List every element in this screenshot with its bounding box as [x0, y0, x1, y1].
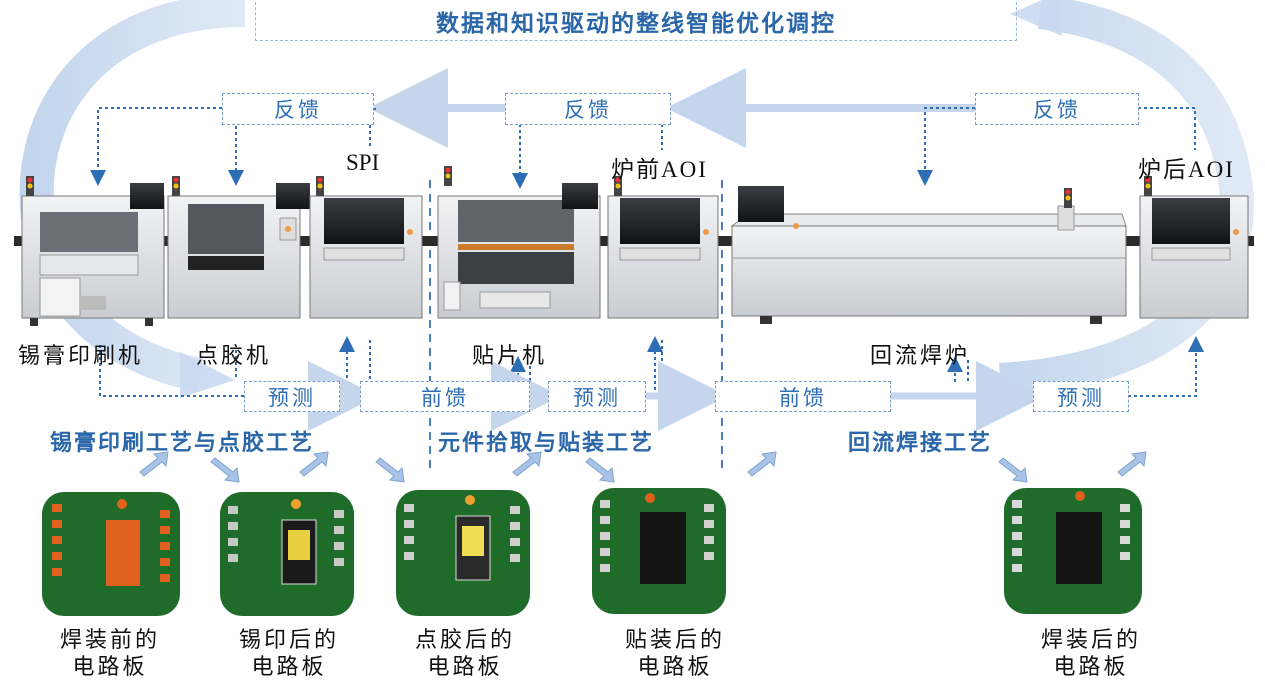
process-reflow: 回流焊接工艺 [848, 430, 993, 456]
caption-board-before: 焊装前的 电路板 [35, 627, 185, 681]
predict-box-3: 预测 [1033, 381, 1129, 412]
label-dispenser: 点胶机 [196, 344, 272, 369]
caption-line: 电路板 [637, 655, 713, 680]
feedback-box-2: 反馈 [505, 93, 671, 125]
caption-board-printed: 锡印后的 电路板 [214, 627, 364, 681]
caption-line: 电路板 [1053, 655, 1129, 680]
caption-board-glued: 点胶后的 电路板 [390, 627, 540, 681]
feedforward-box-1: 前馈 [360, 381, 530, 412]
process-pick-place: 元件拾取与贴装工艺 [438, 430, 655, 456]
predict-box-2: 预测 [548, 381, 646, 412]
caption-line: 点胶后的 [414, 628, 515, 653]
caption-board-placed: 贴装后的 电路板 [600, 627, 750, 681]
caption-line: 贴装后的 [624, 628, 725, 653]
label-spi: SPI [346, 150, 380, 175]
feedforward-box-2: 前馈 [715, 381, 891, 412]
label-pre-aoi: 炉前AOI [611, 157, 708, 182]
process-print-glue: 锡膏印刷工艺与点胶工艺 [50, 430, 315, 456]
feedback-box-1: 反馈 [222, 93, 374, 125]
caption-line: 电路板 [251, 655, 327, 680]
caption-line: 电路板 [427, 655, 503, 680]
feedback-box-3: 反馈 [975, 93, 1139, 125]
caption-line: 焊装后的 [1040, 628, 1141, 653]
predict-box-1: 预测 [244, 381, 340, 412]
label-reflow-oven: 回流焊炉 [870, 344, 971, 369]
caption-line: 电路板 [72, 655, 148, 680]
diagram-title: 数据和知识驱动的整线智能优化调控 [255, 2, 1017, 41]
right-curved-arrow [998, 0, 1254, 397]
label-post-aoi: 炉后AOI [1138, 157, 1235, 182]
left-curved-arrow [19, 0, 246, 392]
label-solder-printer: 锡膏印刷机 [18, 344, 144, 369]
caption-line: 焊装前的 [59, 628, 160, 653]
label-placer: 贴片机 [472, 344, 548, 369]
caption-line: 锡印后的 [238, 628, 339, 653]
caption-board-soldered: 焊装后的 电路板 [1016, 627, 1166, 681]
